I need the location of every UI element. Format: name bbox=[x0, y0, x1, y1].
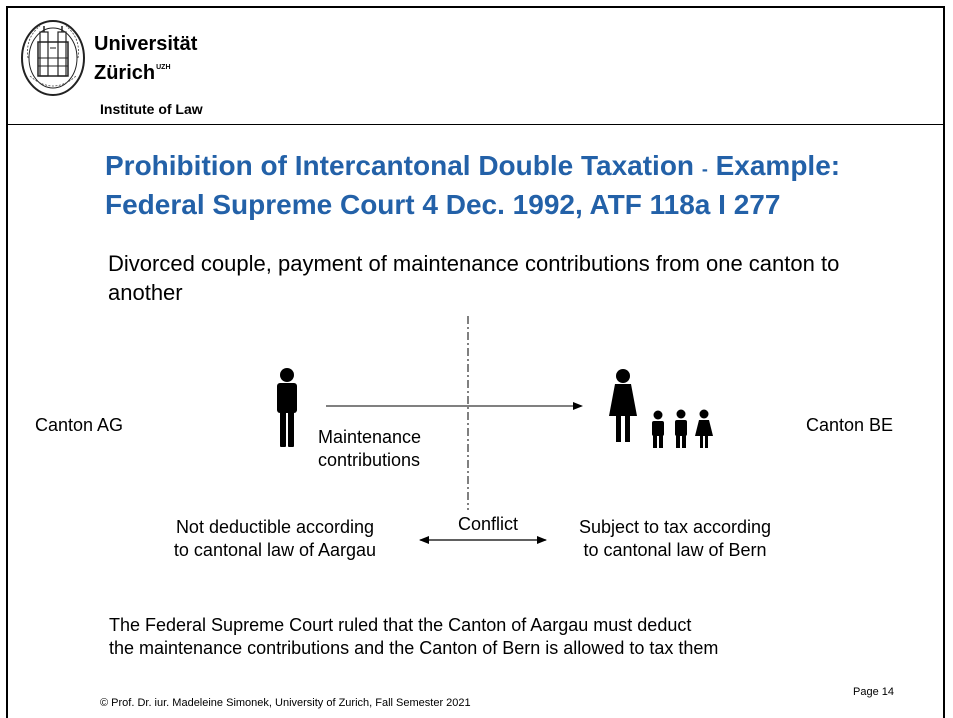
court-ruling: The Federal Supreme Court ruled that the… bbox=[109, 614, 939, 660]
arrow-label-line2: contributions bbox=[318, 450, 421, 470]
left-note-line2: to cantonal law of Aargau bbox=[173, 540, 377, 560]
university-name-line1: Universität bbox=[94, 33, 198, 55]
canton-be-label: Canton BE bbox=[806, 415, 894, 435]
woman-icon bbox=[609, 369, 637, 442]
slide-title: Prohibition of Intercantonal Double Taxa… bbox=[105, 148, 945, 223]
slide-title-line1: Prohibition of Intercantonal Double Taxa… bbox=[105, 150, 841, 181]
intro-text: Divorced couple, payment of maintenance … bbox=[108, 251, 840, 305]
court-ruling-line1: The Federal Supreme Court ruled that the… bbox=[109, 615, 692, 635]
man-icon bbox=[277, 368, 297, 447]
right-note-line2: to cantonal law of Bern bbox=[583, 540, 767, 560]
slide-frame bbox=[6, 6, 945, 718]
child-icon bbox=[652, 410, 664, 448]
arrow-label-line1: Maintenance bbox=[318, 427, 422, 447]
header-divider bbox=[8, 124, 945, 125]
child-icon bbox=[675, 409, 687, 448]
footer-copyright: © Prof. Dr. iur. Madeleine Simonek, Univ… bbox=[100, 697, 471, 709]
right-note-line1: Subject to tax according bbox=[578, 517, 772, 537]
university-seal-logo bbox=[21, 20, 85, 96]
arrow-label: Maintenance contributions bbox=[318, 426, 458, 472]
right-note: Subject to tax according to cantonal law… bbox=[540, 516, 810, 562]
uzh-superscript: UZH bbox=[156, 64, 171, 71]
canton-ag-label: Canton AG bbox=[35, 415, 124, 435]
slide-title-line2: Federal Supreme Court 4 Dec. 1992, ATF 1… bbox=[105, 189, 781, 220]
page-number: Page 14 bbox=[853, 686, 894, 698]
left-note-line1: Not deductible according bbox=[175, 517, 375, 537]
institute-label: Institute of Law bbox=[100, 101, 203, 117]
court-ruling-line2: the maintenance contributions and the Ca… bbox=[109, 638, 719, 658]
university-name: Universität ZürichUZH bbox=[94, 32, 197, 85]
university-name-line2: ZürichUZH bbox=[94, 62, 171, 84]
child-icon bbox=[695, 409, 713, 448]
left-note: Not deductible according to cantonal law… bbox=[130, 516, 420, 562]
conflict-label: Conflict bbox=[433, 513, 543, 536]
